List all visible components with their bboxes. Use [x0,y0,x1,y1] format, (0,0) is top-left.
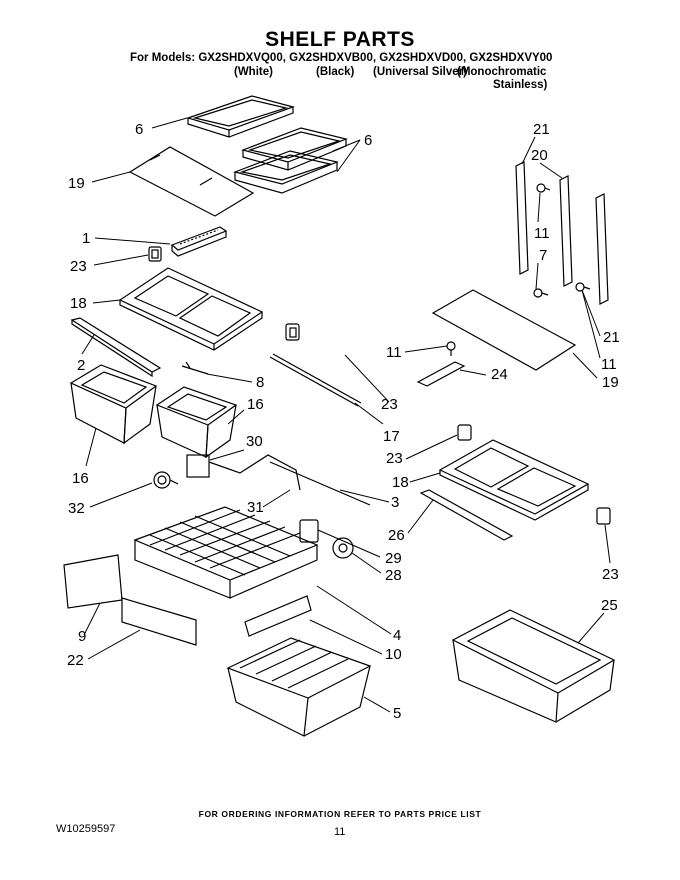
drawer-gear-bracket [299,519,319,543]
color-monochromatic: (Monochromatic [457,66,547,78]
basket-end-cover [121,597,197,646]
drawer-gear-right [332,537,354,559]
glass-shelf-right [431,289,577,371]
cover-support-right-upper [457,424,472,441]
divider-bracket [170,226,228,257]
rail-screw-right [575,282,591,292]
page-number: 11 [334,826,346,838]
shelf-rail-left [515,161,529,275]
page-title: SHELF PARTS [265,28,415,51]
callout-31: 31 [247,499,264,516]
shelf-glass-frame-left [186,95,296,138]
callout-labels: 6 6 19 1 23 18 2 8 16 16 32 30 3 31 29 2… [67,121,620,722]
callout-8: 8 [256,374,264,391]
callout-28: 28 [385,567,402,584]
callout-19-a: 19 [68,175,85,192]
crisper-drawer-left [69,364,158,445]
callout-20: 20 [531,147,548,164]
callout-32: 32 [68,500,85,517]
callout-21-a: 21 [533,121,550,138]
screw-glass [446,341,456,356]
ordering-note: FOR ORDERING INFORMATION REFER TO PARTS … [198,809,482,819]
callout-1: 1 [82,230,90,247]
callout-30: 30 [246,433,263,450]
callout-6-a: 6 [135,121,143,138]
cover-support-left [148,246,162,262]
leader-lines [81,117,611,713]
callout-18-a: 18 [70,295,87,312]
callout-22: 22 [67,652,84,669]
color-white: (White) [234,66,273,78]
shelf-rail-right [595,193,609,305]
rail-screw-middle [533,288,549,298]
gear-left [153,471,179,489]
cover-support-middle [285,323,300,341]
callout-10: 10 [385,646,402,663]
callout-16-b: 16 [72,470,89,487]
callout-21-b: 21 [603,329,620,346]
slide-bracket [186,454,371,506]
crisper-cover-trim-right [419,489,514,541]
cover-support-right-lower [596,507,611,525]
crisper-drawer-right [155,386,238,459]
models-line: For Models: GX2SHDXVQ00, GX2SHDXVB00, GX… [130,52,553,64]
callout-26: 26 [388,527,405,544]
callout-3: 3 [391,494,399,511]
color-black: (Black) [316,66,355,78]
callout-7: 7 [539,247,547,264]
wire-basket-upper [133,506,319,599]
callout-11-a: 11 [534,225,550,242]
callout-18-b: 18 [392,474,409,491]
callout-23-d: 23 [602,566,619,583]
basket-end-right [244,595,312,637]
callout-11-b: 11 [601,356,617,373]
callout-24: 24 [491,366,508,383]
callout-4: 4 [393,627,401,644]
basket-end-left [63,554,123,609]
rail-screw-upper [536,183,551,193]
callout-17: 17 [383,428,400,445]
callout-9: 9 [78,628,86,645]
callout-11-c: 11 [386,344,402,361]
callout-19-b: 19 [602,374,619,391]
color-universal-silver: (Universal Silver) [373,66,467,78]
callout-23-c: 23 [386,450,403,467]
callout-25: 25 [601,597,618,614]
callout-5: 5 [393,705,401,722]
wire-basket-lower [226,637,372,737]
document-number: W10259597 [56,823,116,835]
callout-2: 2 [77,357,85,374]
glass-support-bracket [416,361,466,387]
serving-pan [451,609,616,723]
callout-6-b: 6 [364,132,372,149]
long-rod [269,353,362,407]
callout-16-a: 16 [247,396,264,413]
glass-shelf-left [128,146,255,217]
color-monochromatic-cont: Stainless) [493,79,548,91]
callout-29: 29 [385,550,402,567]
callout-23-a: 23 [70,258,87,275]
crisper-cover-frame-left [118,267,264,351]
callout-23-b: 23 [381,396,398,413]
shelf-rail-center [559,175,573,287]
crisper-cover-trim [70,317,162,378]
shelf-glass-frame-right-lower [233,150,339,194]
small-rod [181,361,209,375]
